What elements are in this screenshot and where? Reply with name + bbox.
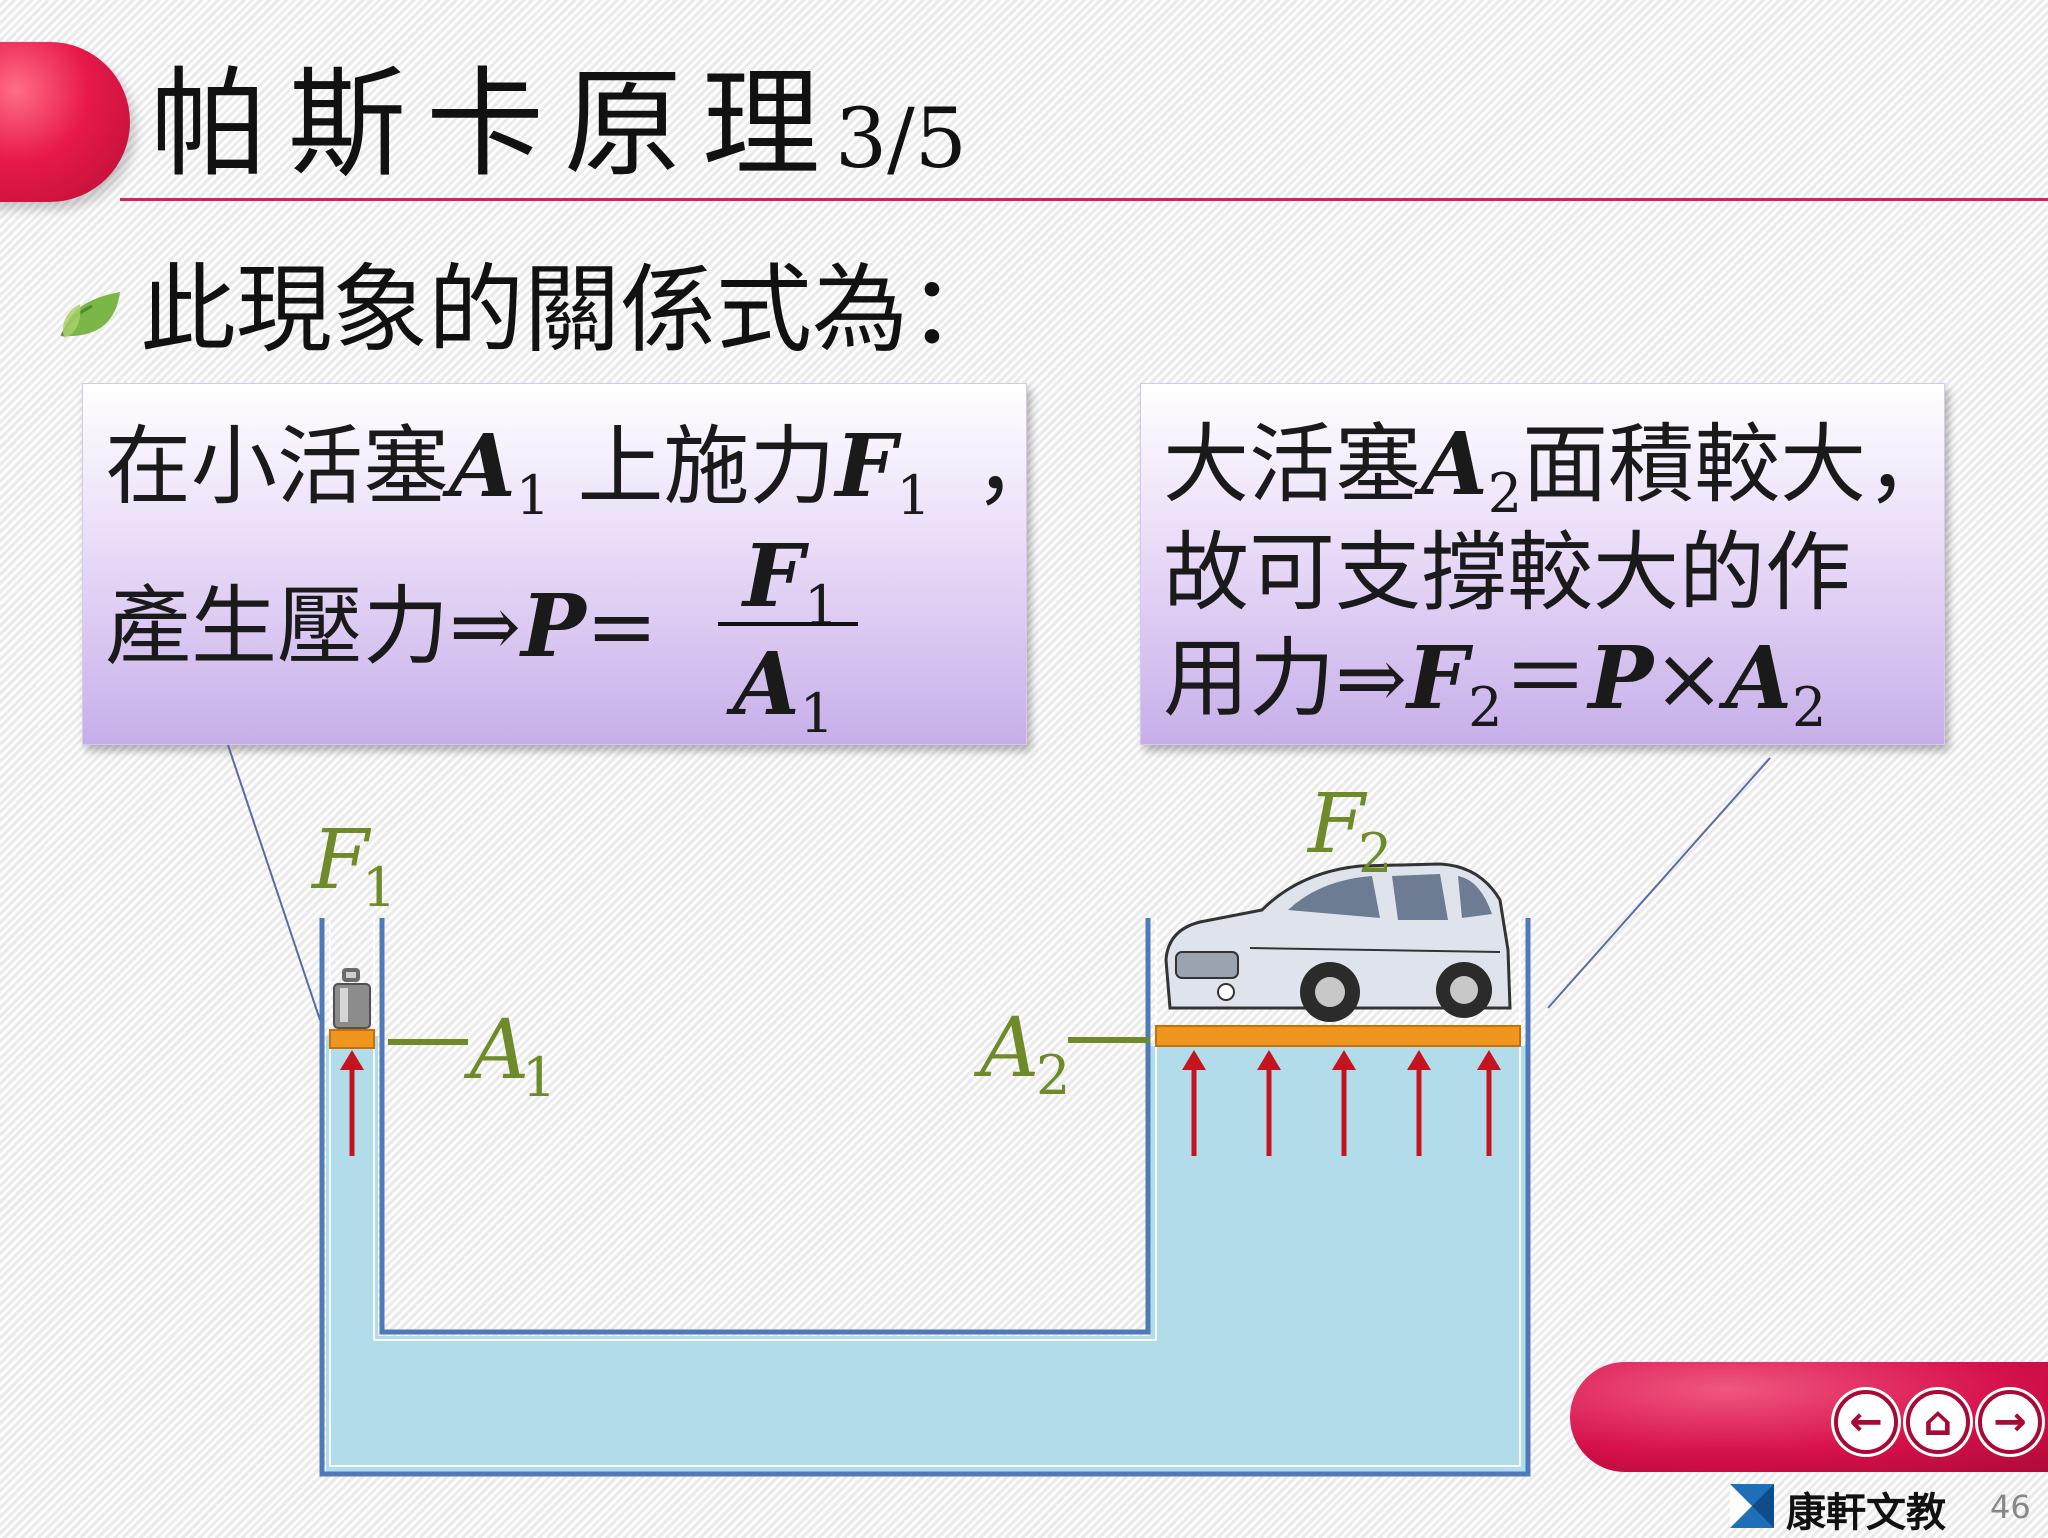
large-piston-line2: 故可支撐較大的作 <box>1163 523 1851 623</box>
title-decoration <box>0 42 130 202</box>
pressure-line: 產生壓力⇒P= <box>105 576 658 677</box>
u-tube-container <box>319 918 1531 1477</box>
home-icon[interactable]: ⌂ <box>1906 1390 1970 1454</box>
leaf-icon <box>60 292 120 338</box>
weight-icon <box>333 968 371 1029</box>
slide-number: 46 <box>1990 1488 2031 1526</box>
small-piston <box>329 1029 375 1049</box>
page-indicator: 3/5 <box>835 92 967 187</box>
a2-label: A <box>973 1001 1039 1096</box>
publisher-logo-icon <box>1730 1484 1774 1528</box>
bullet-text: 此現象的關係式為： <box>140 254 1004 366</box>
fraction-bar <box>718 622 858 626</box>
a1-label: A <box>463 1003 529 1098</box>
small-piston-formula-box: 在小活塞A1 上施力F1 ， 產生壓力⇒P= F1 A1 <box>82 383 1060 745</box>
small-piston-callout <box>227 744 321 1021</box>
small-piston-line1: 在小活塞A1 上施力F1 ， <box>105 416 1061 527</box>
force-formula-line: 用力⇒F2＝P×A2 <box>1163 628 1827 739</box>
f2-label: F <box>1306 777 1368 872</box>
f1-label: F <box>310 813 372 908</box>
fraction-denominator: A1 <box>733 634 835 745</box>
pressure-arrows <box>340 1050 1501 1156</box>
hydraulic-fluid <box>326 1036 1526 1472</box>
a2-subscript: 2 <box>1036 1044 1070 1107</box>
large-piston-callout <box>1547 757 1771 1009</box>
a1-subscript: 1 <box>522 1046 556 1109</box>
large-piston <box>1155 1025 1521 1047</box>
f2-subscript: 2 <box>1358 822 1392 885</box>
forward-arrow-icon[interactable]: → <box>1978 1390 2042 1454</box>
car-icon <box>1164 862 1512 1022</box>
navigation-bar <box>1570 1362 2048 1472</box>
f1-subscript: 1 <box>362 856 396 919</box>
publisher-name: 康軒文教 <box>1786 1490 1946 1536</box>
page-title: 帕斯卡原理 <box>150 55 841 193</box>
large-piston-line1: 大活塞A2面積較大， <box>1163 414 1953 525</box>
large-piston-formula-box: 大活塞A2面積較大， 故可支撐較大的作 用力⇒F2＝P×A2 <box>1140 383 1952 745</box>
title-divider <box>120 198 2048 201</box>
back-arrow-icon[interactable]: ← <box>1834 1390 1898 1454</box>
